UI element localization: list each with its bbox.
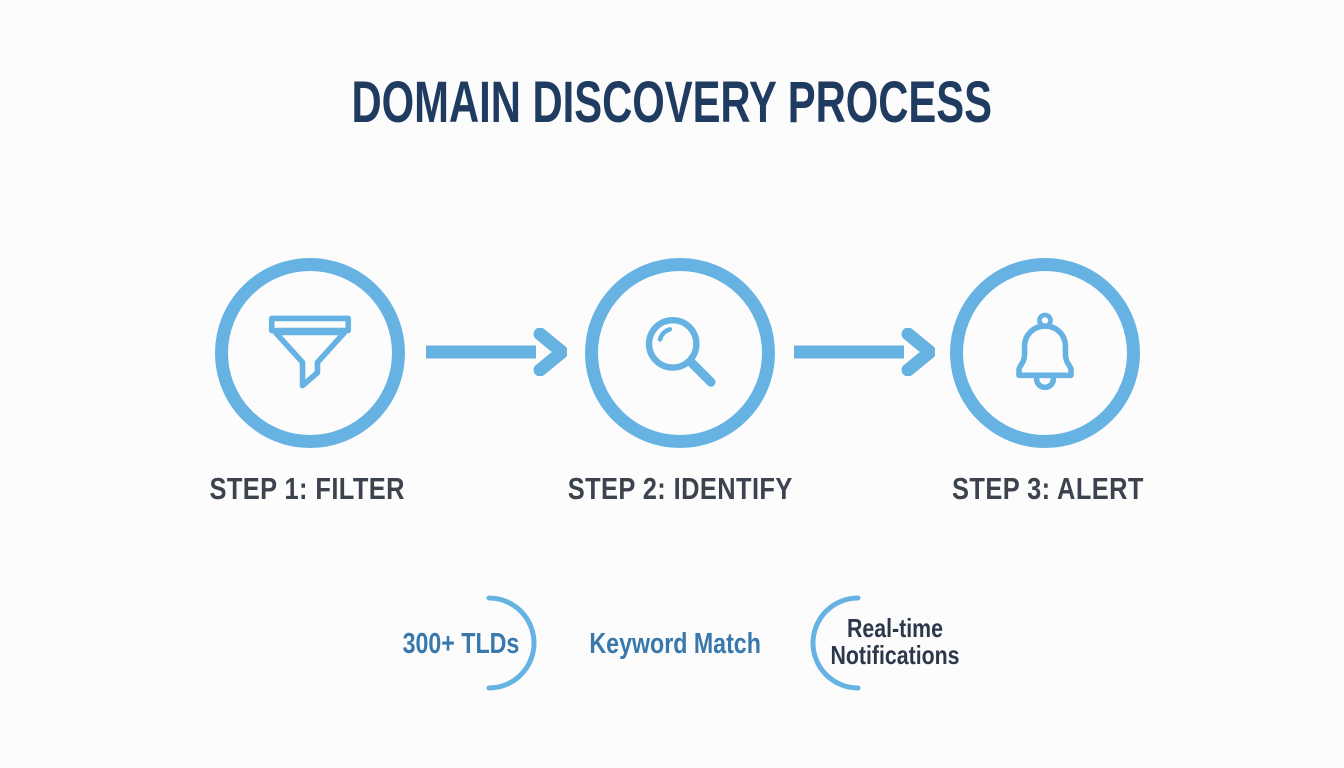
step-circle-identify [585, 258, 775, 448]
step-label-alert: STEP 3: ALERT [952, 471, 1144, 506]
step-circle-alert [950, 258, 1140, 448]
arrow-right-icon [426, 328, 567, 376]
feature-realtime-line1: Real-time [847, 613, 943, 643]
feature-realtime-line2: Notifications [830, 640, 960, 670]
arc-right-icon [486, 595, 537, 691]
feature-keyword-match: Keyword Match [589, 628, 761, 660]
arc-left-icon [810, 595, 861, 691]
step-label-filter: STEP 1: FILTER [209, 471, 405, 506]
feature-realtime-notifications: Real-time Notifications [745, 615, 1045, 669]
arrow-right-icon [794, 328, 935, 376]
bell-icon [1016, 312, 1074, 391]
page-title: DOMAIN DISCOVERY PROCESS [0, 74, 1344, 132]
page-title-text: DOMAIN DISCOVERY PROCESS [351, 70, 993, 135]
step-circle-filter [215, 258, 405, 448]
step-label-identify: STEP 2: IDENTIFY [567, 471, 793, 506]
funnel-icon [268, 315, 352, 389]
feature-tlds: 300+ TLDs [402, 628, 520, 660]
magnifier-icon [645, 317, 716, 387]
